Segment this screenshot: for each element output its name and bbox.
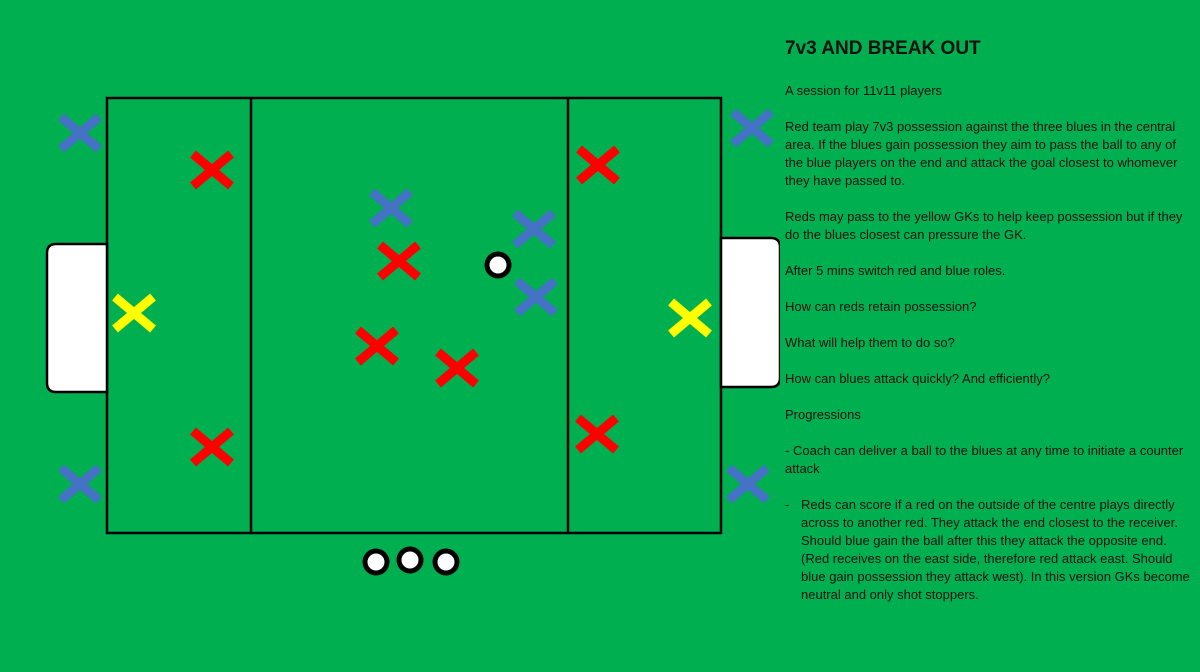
cross-icon — [435, 348, 479, 388]
progression-dash: - — [785, 497, 790, 512]
cross-icon — [512, 209, 556, 249]
pitch-diagram — [45, 96, 780, 576]
session-paragraph: Reds may pass to the yellow GKs to help … — [785, 209, 1183, 242]
cross-icon — [58, 464, 102, 504]
cross-icon — [190, 150, 234, 190]
session-notes: 7v3 AND BREAK OUT A session for 11v11 pl… — [785, 36, 1197, 622]
coaching-question: How can reds retain possession? — [785, 299, 977, 314]
progression-text: Reds can score if a red on the outside o… — [801, 497, 1190, 602]
progressions-heading: Progressions — [785, 407, 861, 422]
coaching-question: How can blues attack quickly? And effici… — [785, 371, 1050, 386]
session-title: 7v3 AND BREAK OUT — [785, 38, 981, 59]
cross-icon — [355, 326, 399, 366]
cross-icon — [726, 464, 770, 504]
cross-icon — [575, 414, 619, 454]
cross-icon — [576, 145, 620, 185]
cross-icon — [668, 298, 712, 338]
cross-icon — [377, 241, 421, 281]
ball-icon — [362, 548, 390, 576]
progression-item: - Reds can score if a red on the outside… — [785, 496, 1197, 604]
cross-icon — [58, 113, 102, 153]
ball-icon — [432, 548, 460, 576]
right-goal — [719, 236, 780, 389]
progression-dash: - — [785, 443, 790, 458]
cross-icon — [190, 427, 234, 467]
left-goal — [45, 242, 109, 394]
session-intro: A session for 11v11 players — [785, 83, 943, 98]
session-paragraph: Red team play 7v3 possession against the… — [785, 119, 1178, 188]
cross-icon — [369, 188, 413, 228]
cross-icon — [514, 277, 558, 317]
session-paragraph: After 5 mins switch red and blue roles. — [785, 263, 1006, 278]
cross-icon — [730, 108, 774, 148]
ball-icon — [484, 251, 512, 279]
cross-icon — [112, 293, 156, 333]
progression-text: Coach can deliver a ball to the blues at… — [785, 443, 1184, 476]
progression-item: - Coach can deliver a ball to the blues … — [785, 442, 1197, 478]
coaching-question: What will help them to do so? — [785, 335, 955, 350]
ball-icon — [396, 546, 424, 574]
